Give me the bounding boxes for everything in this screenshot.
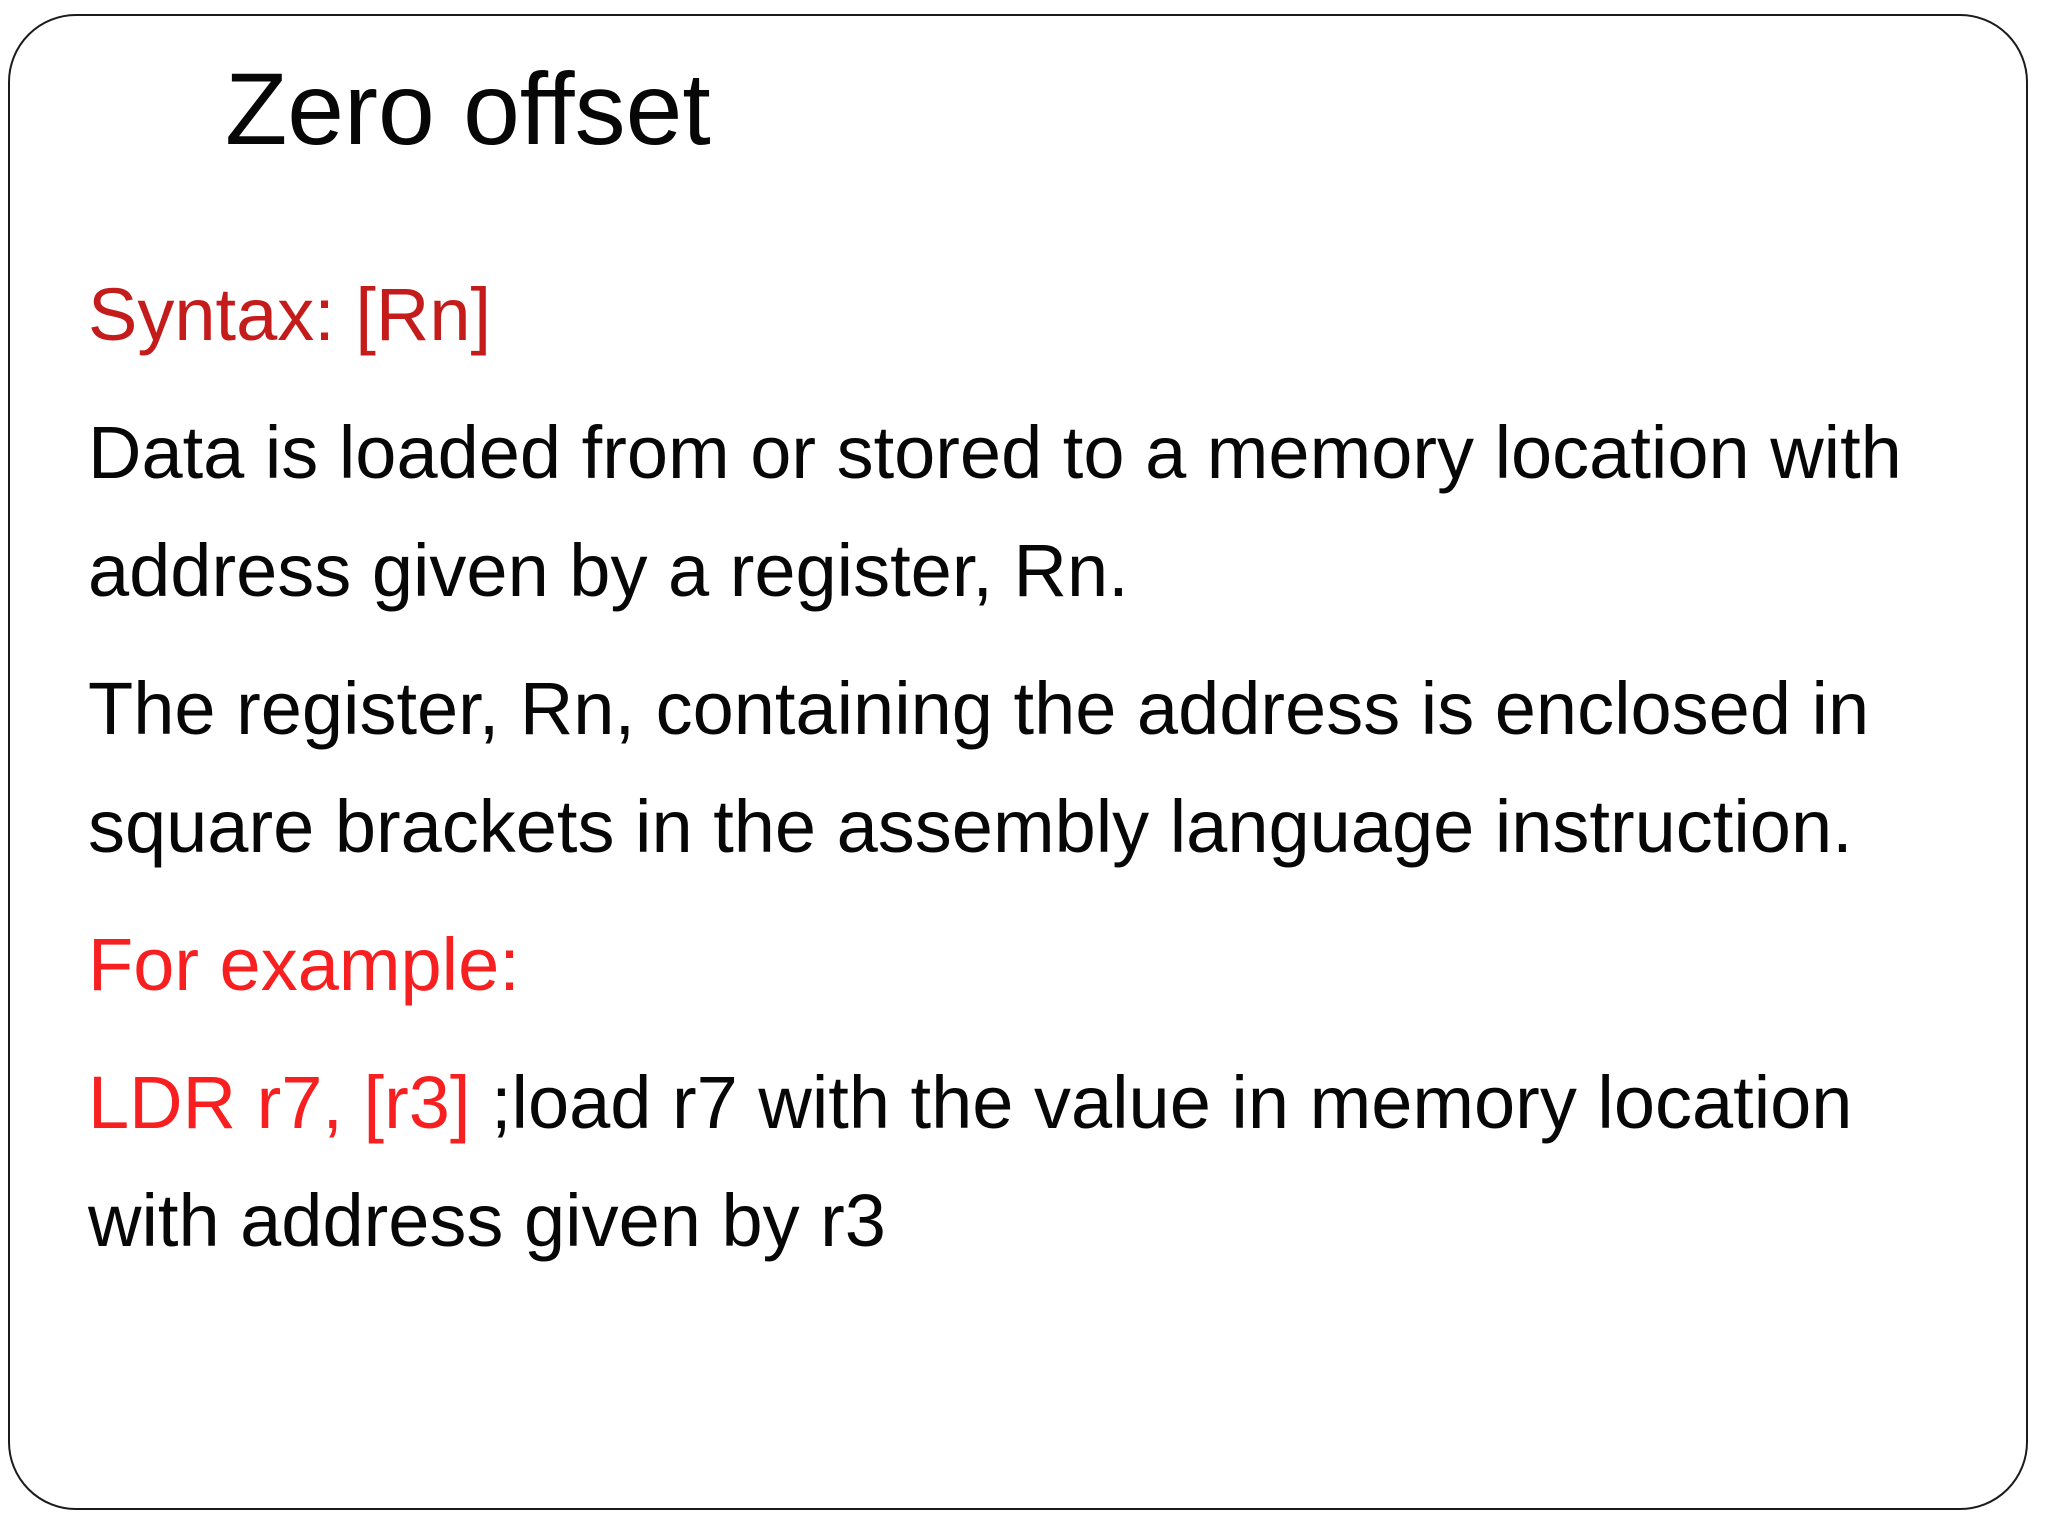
slide-body: Syntax: [Rn] Data is loaded from or store…: [88, 256, 1998, 1300]
text-segment-redBright: For example:: [88, 923, 520, 1006]
text-line: For example:: [88, 906, 1998, 1024]
slide-title: Zero offset: [225, 52, 711, 166]
text-line: The register, Rn, containing the address…: [88, 650, 1998, 768]
text-segment-black: ;load r7 with the value in memory locati…: [470, 1061, 1853, 1144]
text-line: LDR r7, [r3] ;load r7 with the value in …: [88, 1044, 1998, 1162]
paragraph-description-1: Data is loaded from or stored to a memor…: [88, 394, 1998, 630]
text-line: Syntax: [Rn]: [88, 256, 1998, 374]
paragraph-syntax-heading: Syntax: [Rn]: [88, 256, 1998, 374]
text-line: Data is loaded from or stored to a memor…: [88, 394, 1998, 512]
text-segment-black: The register, Rn, containing the address…: [88, 667, 1870, 750]
text-line: square brackets in the assembly language…: [88, 768, 1998, 886]
text-segment-black: Data is loaded from or stored to a memor…: [88, 411, 1902, 494]
paragraph-example-code: LDR r7, [r3] ;load r7 with the value in …: [88, 1044, 1998, 1280]
text-segment-black: with address given by r3: [88, 1179, 886, 1262]
text-segment-black: square brackets in the assembly language…: [88, 785, 1853, 868]
text-line: address given by a register, Rn.: [88, 512, 1998, 630]
paragraph-example-heading: For example:: [88, 906, 1998, 1024]
slide-border: [8, 14, 2028, 1510]
text-line: with address given by r3: [88, 1162, 1998, 1280]
text-segment-black: address given by a register, Rn.: [88, 529, 1129, 612]
text-segment-redDark: Syntax: [Rn]: [88, 273, 492, 356]
paragraph-description-2: The register, Rn, containing the address…: [88, 650, 1998, 886]
text-segment-redBright: LDR r7, [r3]: [88, 1061, 471, 1144]
